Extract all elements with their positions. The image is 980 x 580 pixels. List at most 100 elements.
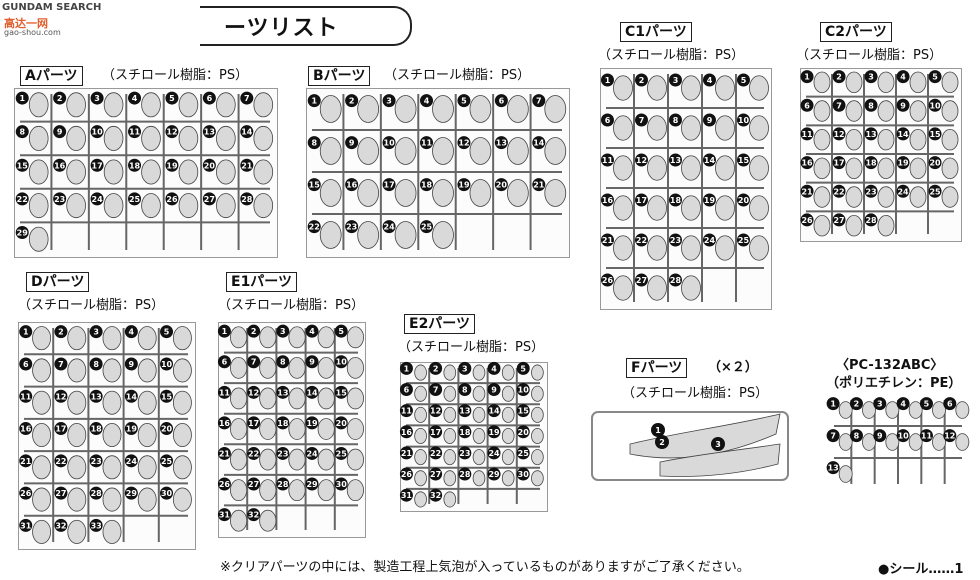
part-number: 14	[306, 388, 318, 397]
part-number: 23	[459, 449, 470, 458]
part-number: 16	[219, 419, 231, 428]
part-number-marker	[165, 125, 179, 139]
plastic-part	[317, 356, 335, 379]
part-number: 11	[401, 407, 413, 416]
plastic-part	[647, 195, 667, 221]
part-number: 3	[868, 73, 874, 82]
part-number-marker	[276, 416, 290, 430]
plastic-part	[908, 401, 923, 419]
plastic-part	[230, 448, 248, 471]
plastic-part	[141, 159, 161, 185]
plastic-part	[845, 100, 863, 122]
plastic-part	[531, 427, 544, 445]
part-number-marker	[458, 382, 472, 396]
part-number-marker	[420, 136, 434, 150]
part-number: 13	[865, 130, 876, 139]
part-number: 13	[91, 392, 102, 401]
plastic-part	[414, 364, 427, 381]
plastic-part	[137, 487, 157, 512]
part-number-marker	[832, 184, 846, 198]
plastic-part	[472, 364, 486, 381]
plastic-part	[66, 92, 86, 118]
plastic-part	[259, 356, 277, 379]
plastic-part	[613, 275, 633, 301]
plastic-part	[172, 422, 192, 448]
plastic-part	[230, 356, 248, 379]
part-number: 7	[536, 97, 542, 106]
part-number: 26	[166, 195, 178, 204]
plastic-part	[288, 479, 306, 502]
plastic-part	[288, 418, 306, 440]
part-number: 7	[58, 360, 64, 369]
part-number-marker	[247, 324, 261, 338]
plastic-part	[613, 155, 633, 181]
plastic-part	[102, 487, 122, 512]
part-number: 10	[336, 358, 348, 367]
plastic-part	[172, 326, 192, 351]
part-number-marker	[800, 156, 814, 170]
part-number: 28	[241, 195, 253, 204]
part-number: 11	[20, 392, 32, 401]
part-number-marker	[160, 454, 174, 468]
plastic-part	[346, 387, 364, 410]
part-number: 14	[488, 407, 500, 416]
section-pc-material: （ポリエチレン：PE）	[826, 376, 962, 391]
part-number-marker	[800, 184, 814, 198]
part-number: 16	[20, 425, 32, 434]
part-number-marker	[399, 425, 413, 439]
plastic-part	[877, 214, 895, 237]
part-number-marker	[247, 508, 261, 522]
part-number-marker	[634, 233, 648, 247]
part-number-marker	[240, 192, 254, 206]
part-number: 24	[704, 236, 716, 245]
part-number: 32	[55, 521, 66, 530]
part-number: 11	[219, 388, 231, 397]
part-number-marker	[334, 416, 348, 430]
part-number-marker	[420, 220, 434, 234]
part-number: 16	[54, 161, 66, 170]
part-number-marker	[399, 404, 413, 418]
part-number-marker	[307, 94, 321, 108]
part-number: 27	[636, 276, 647, 285]
part-number: 7	[830, 432, 836, 441]
part-number: 24	[306, 449, 318, 458]
plastic-part	[103, 193, 124, 219]
part-number: 26	[20, 489, 32, 498]
part-number: 14	[126, 392, 138, 401]
part-number-marker	[305, 324, 319, 338]
plastic-part	[137, 358, 157, 383]
part-number-marker	[382, 178, 396, 192]
plastic-part	[346, 356, 364, 379]
part-number: 27	[430, 470, 441, 479]
part-number: 11	[921, 432, 933, 441]
part-number-marker	[943, 429, 957, 443]
plastic-part	[877, 157, 895, 180]
part-number: 21	[602, 236, 614, 245]
plastic-part	[647, 235, 667, 261]
part-number-marker	[516, 361, 530, 375]
part-number: 7	[639, 116, 645, 125]
part-number: 29	[17, 228, 29, 237]
part-number: 9	[900, 101, 906, 110]
plastic-part	[443, 449, 457, 466]
part-number-marker	[54, 486, 68, 500]
plastic-part	[103, 159, 124, 185]
part-number-marker	[800, 213, 814, 227]
part-number: 7	[433, 385, 439, 394]
part-number: 4	[309, 327, 315, 336]
plastic-part	[32, 519, 52, 544]
part-number-marker	[634, 153, 648, 167]
part-number-marker	[896, 98, 910, 112]
plastic-part	[845, 186, 863, 208]
plastic-part	[32, 455, 52, 480]
plastic-part	[317, 479, 335, 502]
plastic-part	[681, 235, 701, 261]
part-number-marker	[334, 446, 348, 460]
plastic-part	[67, 519, 87, 544]
plastic-part	[647, 75, 667, 101]
part-number-marker	[928, 127, 942, 141]
part-number-marker	[943, 397, 957, 411]
part-number: 4	[900, 400, 906, 409]
